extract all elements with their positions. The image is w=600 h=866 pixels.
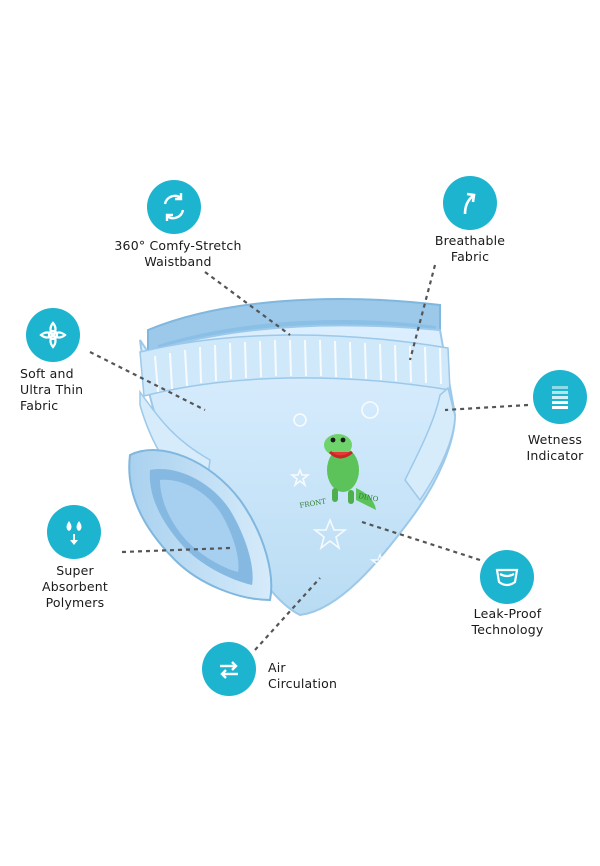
droplets-icon — [47, 505, 101, 559]
arrow-up-curve-icon — [443, 176, 497, 230]
wetness-bars-icon — [533, 370, 587, 424]
leader-absorbent — [121, 546, 231, 554]
leader-soft — [89, 351, 206, 411]
rotate-arrows-icon — [147, 180, 201, 234]
dinosaur-print — [324, 434, 376, 510]
flower-icon — [26, 308, 80, 362]
print-dino-text: DINO — [358, 492, 380, 503]
leader-leakproof — [361, 520, 481, 562]
leader-waistband — [204, 271, 291, 336]
swap-arrows-icon — [202, 642, 256, 696]
diaper-icon — [480, 550, 534, 604]
leader-breathable — [408, 264, 437, 361]
leader-wetness — [444, 403, 529, 412]
leader-air — [254, 577, 321, 651]
